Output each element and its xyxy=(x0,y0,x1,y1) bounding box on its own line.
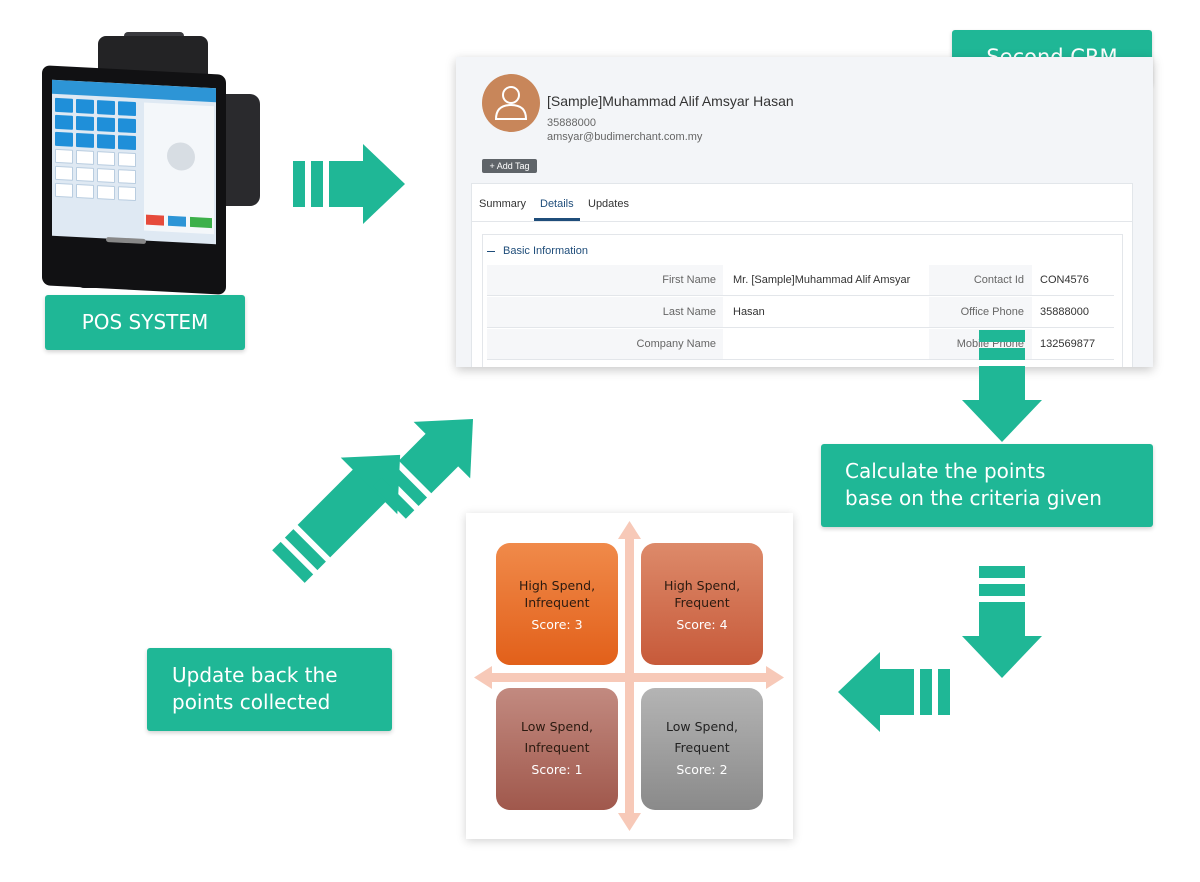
field-label: Last Name xyxy=(662,306,716,318)
field-value: 35888000 xyxy=(1040,306,1089,318)
arrow-down-icon xyxy=(962,566,1042,678)
quadrant-title: Frequent xyxy=(674,740,730,755)
update-points-label: Update back the points collected xyxy=(147,648,392,731)
quadrant-title: Infrequent xyxy=(524,595,590,610)
contact-name: [Sample]Muhammad Alif Amsyar Hasan xyxy=(547,93,794,109)
contact-email: amsyar@budimerchant.com.my xyxy=(547,131,703,143)
contact-phone: 35888000 xyxy=(547,117,596,129)
quadrant-score: Score: 3 xyxy=(531,617,583,632)
quadrant-title: High Spend, xyxy=(518,578,596,593)
field-label: Office Phone xyxy=(960,306,1024,318)
active-tab-indicator xyxy=(534,218,580,221)
quadrant-high-spend-frequent: High Spend, Frequent Score: 4 xyxy=(641,543,763,665)
pos-pay-button xyxy=(190,216,212,229)
quadrant-low-spend-frequent: Low Spend, Frequent Score: 2 xyxy=(641,688,763,810)
quadrant-title: Infrequent xyxy=(524,740,590,755)
arrow-left-icon xyxy=(838,652,950,732)
quadrant-title: Frequent xyxy=(674,595,730,610)
field-label: First Name xyxy=(662,274,716,286)
quadrant-low-spend-infrequent: Low Spend, Infrequent Score: 1 xyxy=(496,688,618,810)
pos-label: POS SYSTEM xyxy=(45,295,245,350)
field-value: CON4576 xyxy=(1040,274,1089,286)
quadrant-title: Low Spend, xyxy=(666,719,738,734)
crm-contact-card: [Sample]Muhammad Alif Amsyar Hasan 35888… xyxy=(456,57,1153,367)
pos-product-grid xyxy=(55,97,139,202)
basic-information-section: Basic Information First Name Mr. [Sample… xyxy=(482,234,1123,367)
card-reader xyxy=(220,94,260,206)
quadrant-score: Score: 4 xyxy=(676,617,728,632)
calculate-line-1: Calculate the points xyxy=(845,459,1046,483)
add-tag-button[interactable]: + Add Tag xyxy=(482,159,537,173)
tab-bar: Summary Details Updates xyxy=(472,184,1132,222)
quadrant-score: Score: 2 xyxy=(676,762,728,777)
field-row: First Name Mr. [Sample]Muhammad Alif Ams… xyxy=(487,265,1114,296)
update-line-2: points collected xyxy=(172,690,331,714)
field-value: Hasan xyxy=(733,306,765,318)
matrix-axes xyxy=(474,521,784,831)
arrow-down-icon xyxy=(962,330,1042,442)
spend-frequency-matrix: High Spend, Infrequent Score: 3 High Spe… xyxy=(466,513,793,839)
field-value: 132569877 xyxy=(1040,338,1096,350)
field-label: Company Name xyxy=(636,338,716,350)
field-value: Mr. [Sample]Muhammad Alif Amsyar xyxy=(733,274,911,286)
quadrant-high-spend-infrequent: High Spend, Infrequent Score: 3 xyxy=(496,543,618,665)
arrow-right-icon xyxy=(293,144,405,224)
collapse-icon[interactable] xyxy=(487,251,495,252)
update-line-1: Update back the xyxy=(172,663,338,687)
pos-cancel-button xyxy=(146,214,164,226)
field-row: Last Name Hasan Office Phone 35888000 xyxy=(487,297,1114,328)
pos-cart-icon xyxy=(167,141,195,172)
calculate-line-2: base on the criteria given xyxy=(845,486,1102,510)
pos-hold-button xyxy=(168,215,186,227)
quadrant-title: Low Spend, xyxy=(521,719,593,734)
section-title: Basic Information xyxy=(503,245,588,257)
tab-details[interactable]: Details xyxy=(540,198,574,210)
field-label: Contact Id xyxy=(973,274,1024,286)
tab-updates[interactable]: Updates xyxy=(588,198,629,210)
pos-screen xyxy=(52,79,216,245)
quadrant-title: High Spend, xyxy=(663,578,741,593)
avatar xyxy=(482,74,540,132)
pos-terminal-image xyxy=(38,32,263,295)
calculate-points-label: Calculate the points base on the criteri… xyxy=(821,444,1153,527)
tab-summary[interactable]: Summary xyxy=(479,198,527,210)
quadrant-score: Score: 1 xyxy=(531,762,583,777)
user-icon xyxy=(494,86,528,120)
